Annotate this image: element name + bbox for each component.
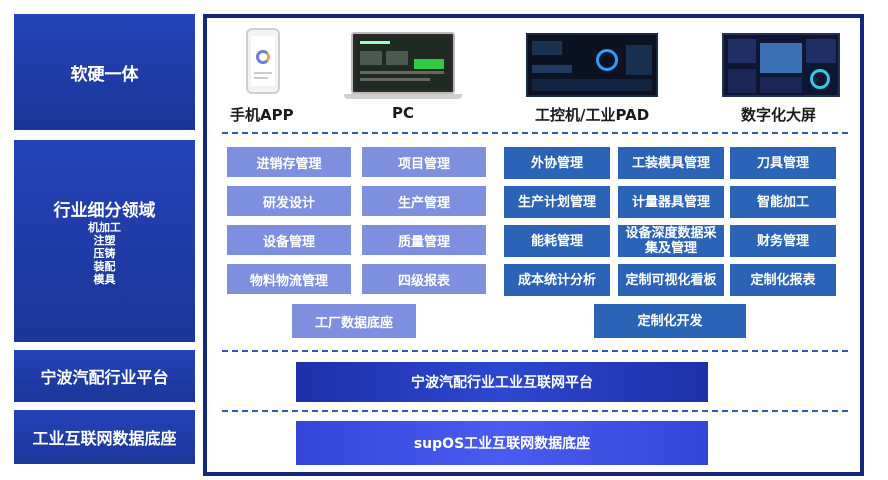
screen-line xyxy=(360,71,444,74)
device-label-pad: 工控机/工业PAD xyxy=(535,106,650,124)
screen-panel xyxy=(728,69,756,93)
module-box: 智能加工 xyxy=(730,186,836,218)
phone-screen xyxy=(251,36,275,86)
module-box: 工装模具管理 xyxy=(618,147,724,179)
layer-label-database: 工业互联网数据底座 xyxy=(14,410,195,464)
module-box: 计量器具管理 xyxy=(618,186,724,218)
module-box: 定制可视化看板 xyxy=(618,264,724,296)
segment-item: 模具 xyxy=(93,273,116,286)
screen-panel xyxy=(360,51,382,65)
layer-title: 宁波汽配行业平台 xyxy=(40,368,169,387)
segment-item: 注塑 xyxy=(93,234,116,247)
module-box: 生产管理 xyxy=(362,186,486,216)
pad-panel xyxy=(532,79,652,91)
segment-item: 机加工 xyxy=(88,221,121,234)
module-box: 成本统计分析 xyxy=(504,264,610,296)
laptop-base xyxy=(344,94,462,99)
factory-data-base-box: 工厂数据底座 xyxy=(292,304,416,338)
screen-line xyxy=(360,41,390,44)
ring-chart-icon xyxy=(810,69,830,89)
laptop-image xyxy=(351,32,455,94)
device-label-big-screen: 数字化大屏 xyxy=(741,106,817,124)
module-box: 设备管理 xyxy=(227,225,351,255)
device-label-pc: PC xyxy=(392,104,415,122)
screen-panel xyxy=(414,59,444,69)
layer-label-segments: 行业细分领域 机加工 注塑 压铸 装配 模具 xyxy=(14,140,195,342)
segment-item: 装配 xyxy=(93,260,116,273)
module-box: 质量管理 xyxy=(362,225,486,255)
module-box: 生产计划管理 xyxy=(504,186,610,218)
screen-panel xyxy=(386,51,408,65)
industry-platform-bar: 宁波汽配行业工业互联网平台 xyxy=(296,362,708,402)
custom-dev-box: 定制化开发 xyxy=(594,304,746,338)
divider-line xyxy=(222,350,848,352)
module-box: 四级报表 xyxy=(362,264,486,294)
phone-line xyxy=(254,72,272,74)
pad-panel xyxy=(532,41,562,55)
screen-panel xyxy=(728,39,756,63)
supos-data-base-bar: supOS工业互联网数据底座 xyxy=(296,421,708,465)
layer-title: 工业互联网数据底座 xyxy=(32,429,177,448)
divider-line xyxy=(222,410,848,412)
gauge-icon xyxy=(596,49,618,71)
screen-panel xyxy=(806,39,836,63)
phone-line xyxy=(254,77,268,79)
module-box: 外协管理 xyxy=(504,147,610,179)
module-box: 定制化报表 xyxy=(730,264,836,296)
pad-panel xyxy=(532,65,572,73)
industrial-pad-image xyxy=(526,33,658,97)
module-box: 能耗管理 xyxy=(504,225,610,257)
module-box: 财务管理 xyxy=(730,225,836,257)
divider-line xyxy=(222,132,848,134)
layer-title: 软硬一体 xyxy=(70,64,139,85)
layer-label-integration: 软硬一体 xyxy=(14,14,195,130)
phone-image xyxy=(246,28,280,94)
layer-label-platform: 宁波汽配行业平台 xyxy=(14,350,195,402)
module-box: 研发设计 xyxy=(227,186,351,216)
module-box: 刀具管理 xyxy=(730,147,836,179)
donut-chart-icon xyxy=(256,50,270,64)
module-box: 物料物流管理 xyxy=(227,264,351,294)
layer-title: 行业细分领域 xyxy=(53,201,156,221)
pad-panel xyxy=(626,45,652,75)
big-screen-image xyxy=(722,33,840,97)
device-label-phone: 手机APP xyxy=(230,106,294,124)
screen-panel xyxy=(760,43,802,73)
module-box: 设备深度数据采集及管理 xyxy=(618,225,724,257)
laptop-screen xyxy=(356,37,450,89)
segment-item: 压铸 xyxy=(93,247,116,260)
screen-line xyxy=(360,78,430,81)
module-box: 项目管理 xyxy=(362,147,486,177)
module-box: 进销存管理 xyxy=(227,147,351,177)
screen-panel xyxy=(760,77,802,93)
